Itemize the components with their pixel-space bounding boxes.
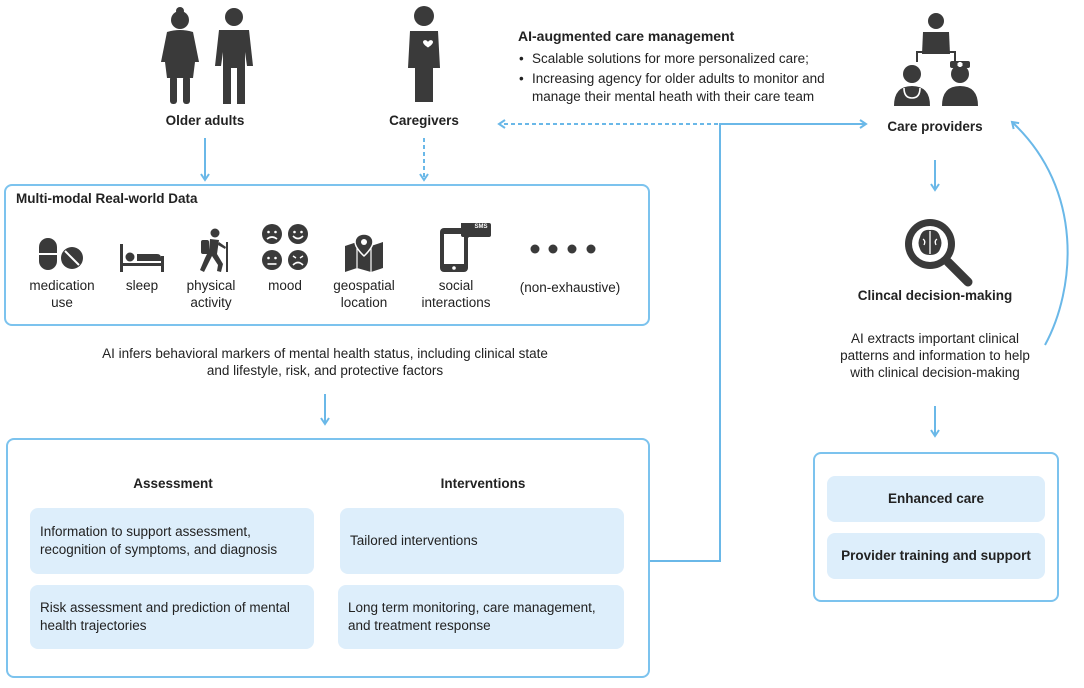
- outcome-provider-training: Provider training and support: [827, 533, 1045, 579]
- intervention-item: Tailored interventions: [340, 508, 624, 574]
- care-management-bullet: Increasing agency for older adults to mo…: [519, 70, 858, 106]
- care-management-bullet: Scalable solutions for more personalized…: [519, 50, 858, 68]
- pills-icon: [39, 238, 83, 270]
- data-label-medication: medication use: [29, 278, 95, 310]
- inference-text: AI infers behavioral markers of mental h…: [102, 346, 548, 378]
- data-label-social: social interactions: [421, 278, 491, 310]
- ellipsis-icon: [530, 244, 596, 254]
- sms-badge: SMS: [474, 224, 488, 230]
- multimodal-data-title: Multi-modal Real-world Data: [16, 191, 198, 206]
- data-label-mood: mood: [268, 278, 302, 293]
- care-providers-label: Care providers: [887, 119, 983, 134]
- arrow-clinical-feedback-loop: [1010, 120, 1069, 346]
- data-label-geospatial: geospatial location: [333, 278, 395, 310]
- caregivers-label: Caregivers: [389, 113, 459, 128]
- outcome-enhanced-care: Enhanced care: [827, 476, 1045, 522]
- assessment-item: Information to support assessment, recog…: [30, 508, 314, 574]
- data-label-physical-activity: physical activity: [186, 278, 236, 310]
- data-label-non-exhaustive: (non-exhaustive): [519, 280, 621, 295]
- bed-icon: [120, 244, 164, 272]
- smartphone-sms-icon: [440, 223, 491, 272]
- mood-faces-icon: [262, 224, 308, 270]
- older-adults-label: Older adults: [165, 113, 245, 128]
- outcomes-box: [813, 452, 1059, 602]
- care-management-panel: AI-augmented care management Scalable so…: [518, 27, 858, 108]
- intervention-item: Long term monitoring, care management, a…: [338, 585, 624, 649]
- care-management-bullets: Scalable solutions for more personalized…: [518, 50, 858, 106]
- older-adults-icon: [161, 7, 253, 104]
- hiker-icon: [200, 228, 228, 272]
- brain-magnifier-icon: [905, 219, 973, 287]
- data-label-sleep: sleep: [125, 278, 159, 293]
- clinical-description: AI extracts important clinical patterns …: [840, 331, 1030, 380]
- care-providers-icon: [894, 13, 978, 106]
- care-management-title: AI-augmented care management: [518, 28, 735, 44]
- interventions-title: Interventions: [440, 476, 526, 491]
- clinical-title: Clincal decision-making: [857, 288, 1013, 303]
- assessment-item: Risk assessment and prediction of mental…: [30, 585, 314, 649]
- multimodal-data-box: [4, 184, 650, 326]
- caregiver-icon: [408, 6, 440, 102]
- map-pin-icon: [345, 234, 383, 272]
- arrow-assessment-to-providers: [650, 119, 868, 562]
- assessment-title: Assessment: [133, 476, 213, 491]
